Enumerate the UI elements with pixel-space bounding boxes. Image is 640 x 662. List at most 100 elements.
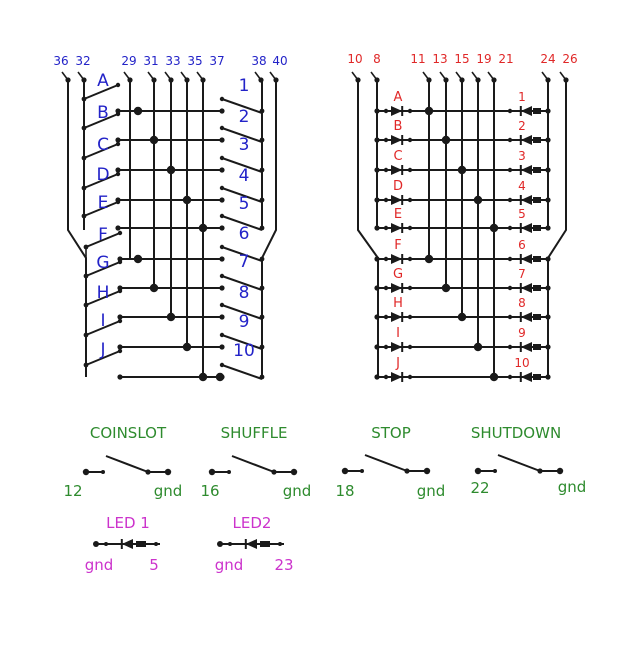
switch-contact — [493, 469, 497, 473]
switch-contact — [117, 259, 123, 265]
diode-number: 5 — [518, 207, 526, 221]
junction-dot — [457, 165, 467, 175]
junction-dot — [457, 312, 467, 322]
diode-letter: D — [393, 179, 403, 194]
left-pin-label: 31 — [143, 54, 158, 68]
diode-icon — [391, 342, 404, 352]
row-terminal — [383, 137, 389, 143]
row-terminal — [507, 167, 513, 173]
row-terminal — [374, 167, 380, 173]
switch-blade — [105, 455, 149, 473]
led-body — [136, 541, 146, 547]
switch-contact — [360, 469, 364, 473]
right-pin-label: 10 — [347, 52, 362, 66]
led-label: LED 1 — [106, 514, 150, 532]
switch-number: 3 — [239, 135, 250, 155]
diode-triangle — [391, 254, 403, 264]
junction-dot — [149, 283, 159, 293]
right-pin-label: 21 — [498, 52, 513, 66]
switch-contact — [259, 167, 265, 173]
row-terminal — [545, 374, 551, 380]
row-terminal — [407, 108, 413, 114]
switch-blade — [221, 187, 263, 203]
switch-letter: I — [100, 311, 105, 331]
led-pin: 5 — [149, 556, 159, 574]
switch-contact — [259, 256, 265, 262]
switch-contact — [219, 285, 225, 291]
row-terminal — [545, 344, 551, 350]
diode-body — [533, 344, 541, 350]
switch-blade — [221, 364, 263, 380]
row-terminal — [507, 344, 513, 350]
pin-terminal — [200, 77, 206, 83]
diode-body — [533, 285, 541, 291]
diode-icon — [391, 135, 404, 145]
led-terminal — [228, 542, 232, 546]
left-pin-label: 29 — [121, 54, 136, 68]
diode-icon — [391, 106, 404, 116]
row-terminal — [545, 167, 551, 173]
diode-triangle — [391, 342, 403, 352]
switch-contact — [219, 302, 225, 308]
switch-letter: B — [97, 103, 109, 123]
row-terminal — [374, 225, 380, 231]
row-terminal — [383, 285, 389, 291]
diode-triangle — [391, 372, 403, 382]
pin-terminal — [374, 77, 380, 83]
junction-dot — [182, 342, 192, 352]
diode-icon — [519, 312, 532, 322]
led-terminal — [154, 542, 158, 546]
diode-letter: E — [394, 207, 402, 222]
pin-terminal — [426, 77, 432, 83]
row-terminal — [507, 256, 513, 262]
button-pin: 16 — [200, 482, 219, 500]
diode-body — [533, 314, 541, 320]
diode-triangle — [391, 223, 403, 233]
junction-dot — [441, 135, 451, 145]
switch-blade — [83, 84, 119, 100]
row-terminal — [507, 137, 513, 143]
switch-letter: F — [98, 225, 108, 245]
diode-letter: F — [394, 238, 401, 253]
row-terminal — [545, 225, 551, 231]
diode-icon — [519, 165, 532, 175]
switch-blade — [221, 215, 263, 231]
diode-triangle — [520, 342, 532, 352]
right-pin-label: 19 — [476, 52, 491, 66]
diode-icon — [519, 342, 532, 352]
led-diode-icon — [244, 539, 257, 549]
row-terminal — [407, 314, 413, 320]
right-pin-label: 24 — [540, 52, 555, 66]
junction-dot — [424, 254, 434, 264]
switch-blade — [85, 350, 121, 366]
switch-contact — [219, 197, 225, 203]
diode-icon — [391, 372, 404, 382]
left-pin-label: 32 — [75, 54, 90, 68]
row-terminal — [374, 344, 380, 350]
button-label: COINSLOT — [90, 424, 167, 442]
diode-body — [533, 108, 541, 114]
switch-blade — [83, 201, 119, 217]
row-terminal — [374, 256, 380, 262]
left-pin-label: 37 — [209, 54, 224, 68]
diode-icon — [519, 223, 532, 233]
row-terminal — [374, 374, 380, 380]
switch-number: 7 — [239, 252, 250, 272]
right-pin-label: 11 — [410, 52, 425, 66]
switch-contact — [115, 111, 121, 117]
right-pin-label: 8 — [373, 52, 381, 66]
switch-letter: D — [96, 165, 109, 185]
junction-dot — [424, 106, 434, 116]
switch-letter: A — [97, 71, 109, 91]
pin-terminal — [491, 77, 497, 83]
diode-triangle — [520, 254, 532, 264]
diode-icon — [519, 106, 532, 116]
diode-triangle — [520, 165, 532, 175]
button-gnd: gnd — [558, 478, 587, 496]
junction-dot — [198, 223, 208, 233]
diode-number: 4 — [518, 179, 526, 193]
switch-contact — [164, 468, 172, 476]
row-terminal — [407, 374, 413, 380]
